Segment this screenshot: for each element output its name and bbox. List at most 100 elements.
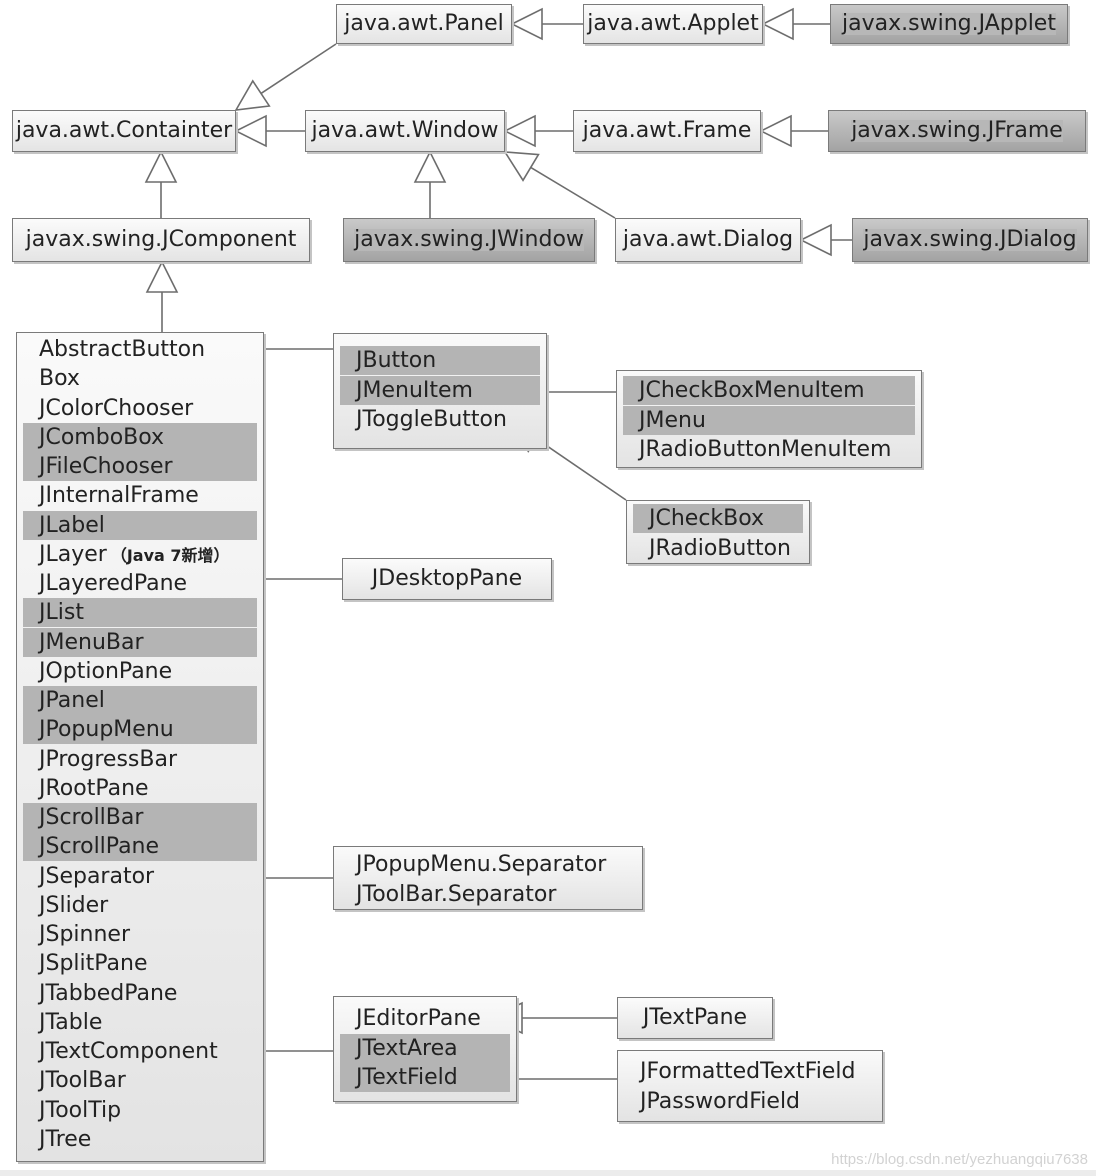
jcomponent-subclass-row: JScrollBar: [23, 803, 257, 832]
jcomponent-subclass-label: JTextComponent: [39, 1039, 218, 1064]
container-class-box: java.awt.Containter: [12, 110, 236, 152]
jcomponent-subclass-row: JSpinner: [23, 920, 257, 949]
inheritance-arrowhead: [144, 150, 178, 183]
jtextpane-class-box: JTextPane: [617, 997, 773, 1039]
jcomponent-subclass-row: JTable: [23, 1008, 257, 1037]
separator-subclass-row: JToolBar.Separator: [340, 880, 636, 909]
link-dialog-to-window: [503, 151, 616, 219]
container-class-label: java.awt.Containter: [15, 118, 233, 143]
link-jframe-to-frame: [759, 114, 828, 148]
jcomponent-subclass-label: JFileChooser: [39, 454, 173, 479]
textcomponent-subclass-row: JTextArea: [340, 1033, 510, 1063]
textcomponent-subclass-label: JEditorPane: [356, 1006, 481, 1031]
jcomponent-subclass-row: JColorChooser: [23, 394, 257, 423]
japplet-class-label: javax.swing.JApplet: [842, 11, 1056, 36]
jtextpane-class-label: JTextPane: [642, 1005, 748, 1030]
jcomponent-subclass-label: JPanel: [39, 688, 105, 713]
window-class-label: java.awt.Window: [311, 118, 499, 143]
inheritance-arrowhead: [759, 114, 792, 148]
jcomponent-subclass-label: JSlider: [39, 892, 109, 918]
jcomponent-subclass-row: JLayer（Java 7新增）: [23, 540, 257, 569]
jcomponent-subclass-label: JPopupMenu: [39, 717, 174, 743]
separator-subclass-label: JPopupMenu.Separator: [356, 852, 607, 877]
inheritance-arrowhead: [413, 150, 447, 183]
jcomponent-subclass-row: JInternalFrame: [23, 481, 257, 510]
applet-class-box: java.awt.Applet: [583, 4, 763, 44]
jcomponent-subclass-label: JTabbedPane: [39, 980, 178, 1006]
jcomponent-subclass-label: JList: [39, 600, 84, 626]
dialog-class-box: java.awt.Dialog: [615, 218, 801, 262]
jcomponent-subclass-label: JSeparator: [39, 863, 155, 889]
jcomponent-subclass-label: JScrollBar: [39, 805, 144, 830]
panel-class-box: java.awt.Panel: [336, 4, 512, 44]
jcomponent-class-label: javax.swing.JComponent: [25, 227, 297, 252]
jcomponent-subclass-label: JLayeredPane: [39, 571, 188, 596]
jwindow-class-box: javax.swing.JWindow: [343, 218, 595, 262]
inheritance-arrowhead: [761, 7, 794, 41]
button-subclass-row: JButton: [340, 346, 540, 375]
textcomponent-subclass-row: JTextField: [340, 1063, 510, 1092]
jcomponent-subclass-note: （Java 7新增）: [110, 546, 230, 566]
jcomponent-subclass-row: JTabbedPane: [23, 979, 257, 1008]
jcomponent-subclass-label: JMenuBar: [39, 629, 144, 655]
jframe-class-box: javax.swing.JFrame: [828, 110, 1086, 152]
menuitem-subclass-label: JCheckBoxMenuItem: [639, 378, 865, 403]
link-jwindow-to-window: [413, 150, 447, 218]
jcomponent-subclass-label: JInternalFrame: [39, 483, 199, 509]
jcomponent-subclass-label: AbstractButton: [39, 337, 206, 362]
link-applet-to-panel: [510, 7, 583, 41]
link-panel-to-container: [234, 43, 337, 111]
jcomponent-subclass-row: JSeparator: [23, 862, 257, 891]
jcomponent-subclass-row: Box: [23, 364, 257, 393]
jcomponent-subclass-row: JMenuBar: [23, 627, 257, 657]
jdesktoppane-class-box: JDesktopPane: [342, 558, 552, 600]
frame-class-box: java.awt.Frame: [573, 110, 761, 152]
link-list-to-jcomponent: [145, 260, 179, 332]
textcomponent-subclass-row: JEditorPane: [340, 1004, 510, 1033]
inheritance-arrowhead: [503, 114, 536, 148]
inheritance-arrowhead: [799, 223, 832, 257]
link-frame-to-window: [503, 114, 573, 148]
jcomponent-subclass-row: JSlider: [23, 891, 257, 920]
jcomponent-subclass-row: JFileChooser: [23, 452, 257, 481]
jcomponent-subclass-label: Box: [39, 366, 80, 392]
jcomponent-subclass-label: JLayer: [39, 541, 107, 567]
link-jdialog-to-dialog: [799, 223, 852, 257]
jcomponent-subclass-row: JLabel: [23, 510, 257, 540]
jcomponent-subclass-row: JToolTip: [23, 1096, 257, 1125]
jcomponent-subclass-label: JTable: [39, 1009, 103, 1035]
watermark-text: https://blog.csdn.net/yezhuangqiu7638: [831, 1151, 1088, 1168]
inheritance-arrowhead: [145, 260, 179, 293]
inheritance-line: [530, 166, 616, 219]
jcomponent-subclass-label: JColorChooser: [39, 395, 194, 421]
jcomponent-subclass-label: JProgressBar: [39, 746, 177, 772]
link-japplet-to-applet: [761, 7, 830, 41]
jcomponent-subclass-row: JProgressBar: [23, 745, 257, 774]
jdialog-class-box: javax.swing.JDialog: [852, 218, 1088, 262]
button-subclass-label: JToggleButton: [356, 407, 507, 432]
jframe-class-label: javax.swing.JFrame: [851, 118, 1063, 143]
jcomponent-class-box: javax.swing.JComponent: [12, 218, 310, 262]
menuitem-subclass-row: JMenu: [623, 405, 915, 435]
frame-class-label: java.awt.Frame: [582, 118, 752, 143]
jcomponent-subclass-row: JScrollPane: [23, 832, 257, 862]
menuitem-subclass-label: JRadioButtonMenuItem: [639, 437, 892, 462]
togglebutton-subclass-label: JCheckBox: [649, 506, 765, 531]
jcomponent-subclass-row: JTree: [23, 1125, 257, 1154]
inheritance-arrowhead: [510, 7, 543, 41]
menuitem-subclass-row: JCheckBoxMenuItem: [623, 376, 915, 405]
inheritance-arrowhead: [503, 151, 540, 182]
jcomponent-subclass-label: JOptionPane: [39, 658, 173, 684]
jcomponent-subclass-label: JRootPane: [39, 775, 149, 801]
togglebutton-subclass-row: JRadioButton: [633, 534, 803, 563]
jcomponent-subclass-row: JToolBar: [23, 1066, 257, 1095]
link-jcomponent-to-container: [144, 150, 178, 218]
jdesktoppane-class-label: JDesktopPane: [371, 566, 523, 591]
link-window-to-container: [234, 114, 305, 148]
textcomponent-subclass-label: JTextArea: [356, 1035, 458, 1061]
